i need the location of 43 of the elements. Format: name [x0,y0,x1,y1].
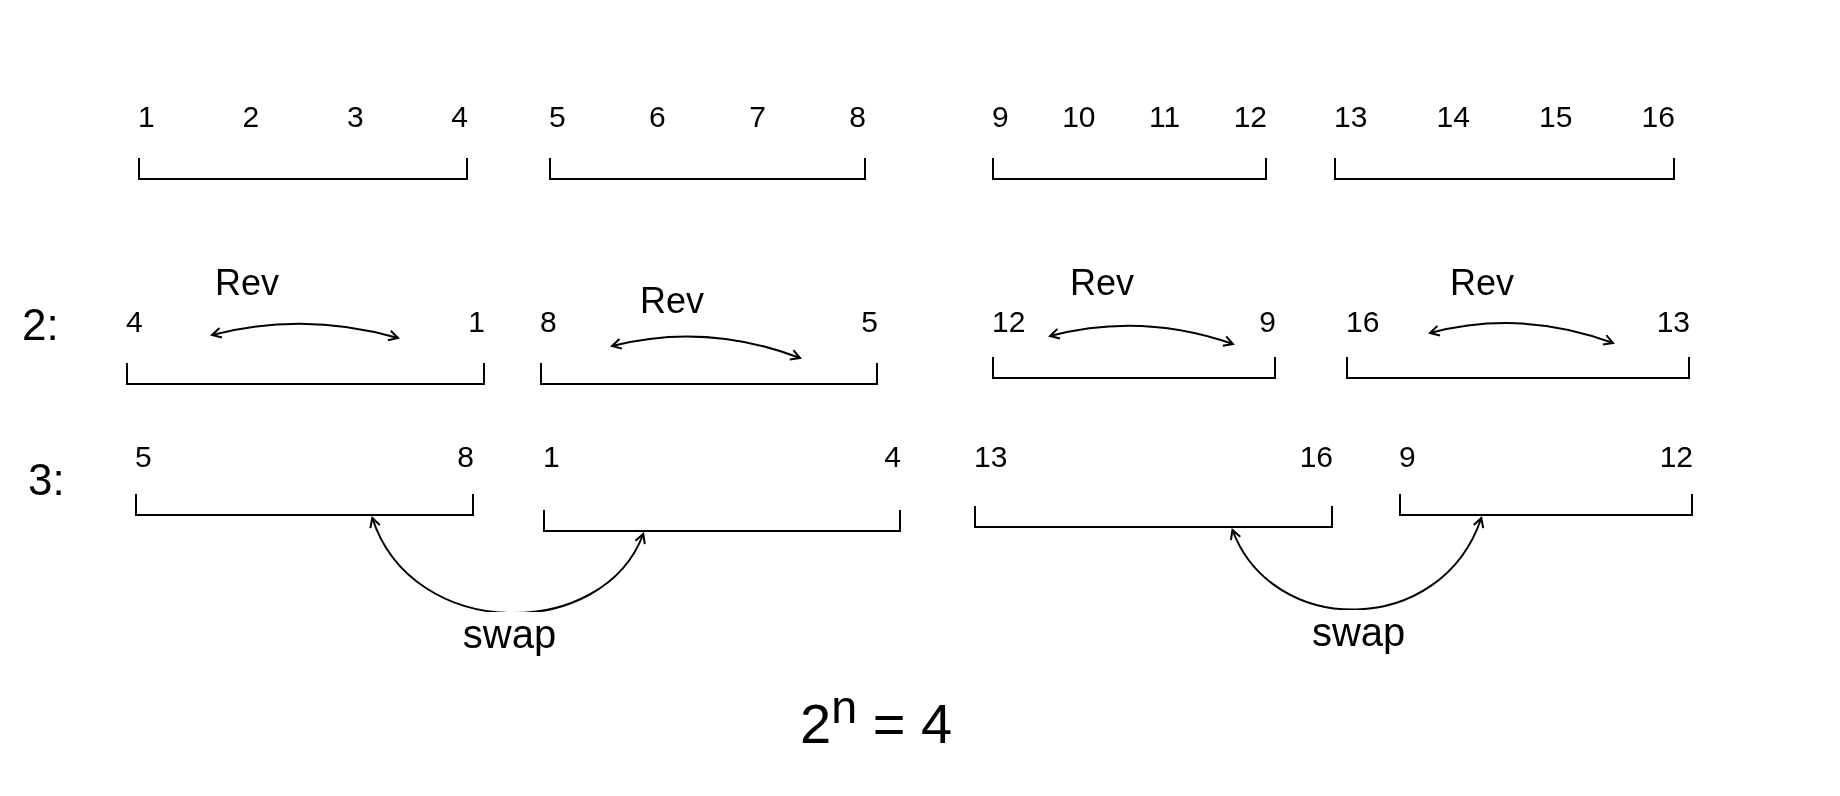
number-label: 16 [1346,305,1380,339]
text-label: Rev [640,280,705,322]
text-label: Rev [1070,262,1135,304]
number-label: 8 [849,100,866,134]
number-label: 8 [540,305,557,339]
number-label: 4 [884,440,901,474]
text-label: Rev [215,262,280,304]
number-label: 6 [649,100,666,134]
number-label: 1 [468,305,485,339]
number-label: 1 [138,100,155,134]
text-label: 2$^{n}$ = 4 [800,680,953,756]
number-label: 9 [992,100,1009,134]
number-label: 16 [1299,440,1333,474]
number-label: 12 [1233,100,1267,134]
text-label: 3: [28,455,65,505]
number-label: 13 [1656,305,1690,339]
number-label: 13 [974,440,1008,474]
number-label: 4 [126,305,143,339]
number-label: 8 [457,440,474,474]
text-label: 2: [22,300,59,350]
edge-label: swap [462,612,557,657]
number-label: 12 [992,305,1026,339]
number-label: 1 [543,440,560,474]
number-label: 3 [346,100,364,134]
number-label: 10 [1062,100,1096,134]
number-label: 5 [861,305,878,339]
number-label: 9 [1399,440,1416,474]
number-label: 7 [749,100,766,134]
number-label: 2 [242,100,260,134]
text-label: Rev [1450,262,1515,304]
number-label: 5 [549,100,566,134]
number-label: 16 [1641,100,1675,134]
number-label: 12 [1659,440,1693,474]
number-label: 4 [451,100,468,134]
number-label: 14 [1436,100,1470,134]
number-label: 9 [1259,305,1276,339]
curved-arrow [1231,517,1484,611]
number-label: 11 [1149,100,1181,134]
number-label: 13 [1334,100,1368,134]
number-label: 15 [1539,100,1573,134]
curved-arrow [370,517,645,614]
number-label: 5 [135,440,152,474]
edge-label: swap [1311,610,1406,655]
